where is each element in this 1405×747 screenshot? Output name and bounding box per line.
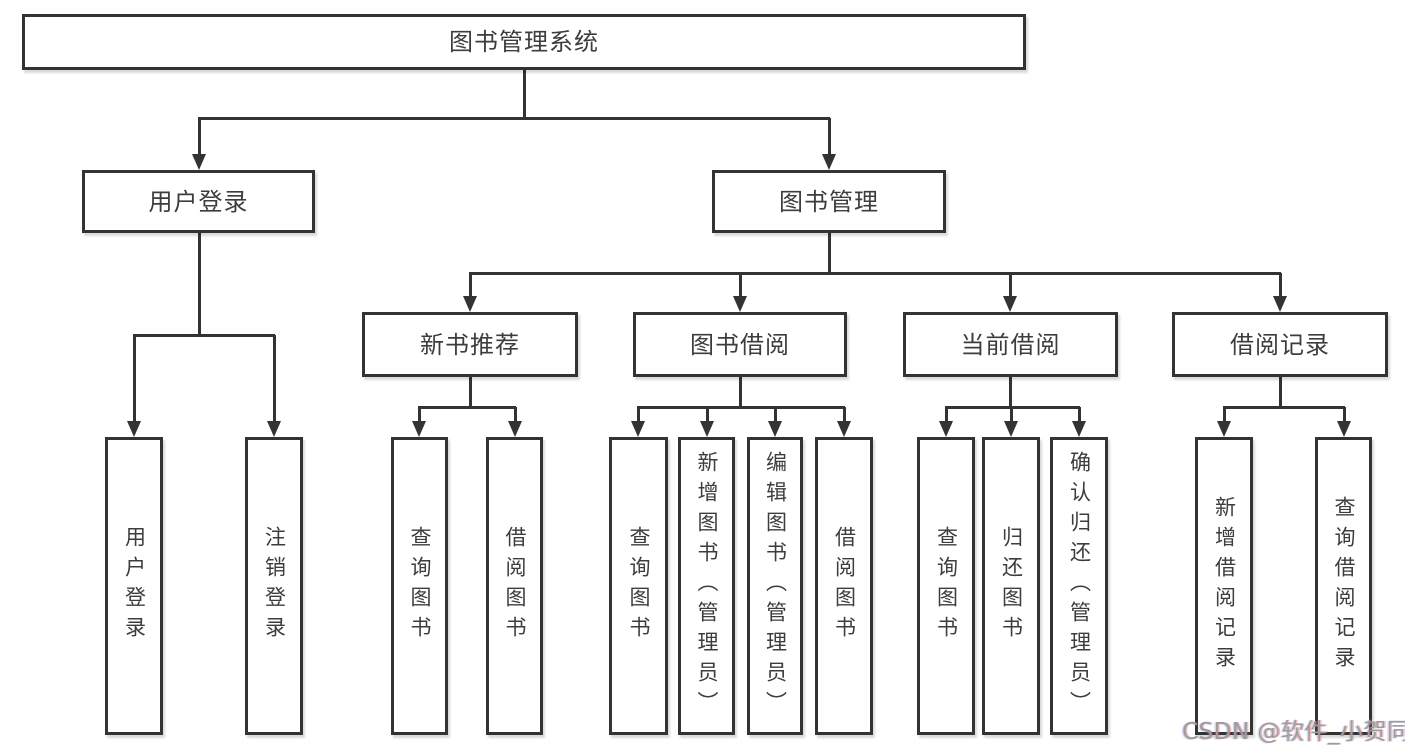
leaf-edit-books-admin: 编辑图书（管理员） bbox=[747, 437, 803, 735]
connector-drop bbox=[133, 335, 136, 423]
connector-drop bbox=[1279, 273, 1282, 298]
connector-drop bbox=[469, 273, 472, 298]
leaf-edit-books-admin-label: 编辑图书（管理员） bbox=[763, 451, 788, 721]
node-book-management-label: 图书管理 bbox=[779, 187, 879, 216]
connector-stem bbox=[1279, 377, 1282, 407]
arrow-down-icon bbox=[1072, 421, 1086, 437]
arrow-down-icon bbox=[631, 421, 645, 437]
leaf-borrow-books-label: 借阅图书 bbox=[832, 526, 857, 646]
arrow-down-icon bbox=[733, 296, 747, 312]
leaf-recommend-query-books-label: 查询图书 bbox=[408, 526, 433, 646]
leaf-current-query-books: 查询图书 bbox=[917, 437, 975, 735]
connector-stem bbox=[739, 377, 742, 407]
arrow-down-icon bbox=[1217, 421, 1231, 437]
leaf-logout-label: 注销登录 bbox=[262, 526, 287, 646]
connector-stem bbox=[1009, 377, 1012, 407]
leaf-borrow-query-books: 查询图书 bbox=[609, 437, 668, 735]
arrow-down-icon bbox=[192, 154, 206, 170]
connector-stem bbox=[523, 70, 526, 118]
node-borrow-records-label: 借阅记录 bbox=[1230, 330, 1330, 359]
node-root-label: 图书管理系统 bbox=[449, 28, 599, 56]
leaf-add-books-admin-label: 新增图书（管理员） bbox=[695, 451, 720, 721]
node-book-borrow: 图书借阅 bbox=[633, 312, 847, 377]
connector-branch bbox=[1223, 406, 1345, 409]
connector-drop bbox=[739, 273, 742, 298]
arrow-down-icon bbox=[508, 421, 522, 437]
arrow-down-icon bbox=[267, 421, 281, 437]
connector-drop bbox=[945, 407, 948, 423]
connector-stem bbox=[828, 233, 831, 273]
arrow-down-icon bbox=[822, 154, 836, 170]
leaf-current-query-books-label: 查询图书 bbox=[934, 526, 959, 646]
connector-drop bbox=[198, 118, 201, 156]
connector-drop bbox=[1343, 407, 1346, 423]
arrow-down-icon bbox=[700, 421, 714, 437]
leaf-user-login: 用户登录 bbox=[105, 437, 163, 735]
connector-drop bbox=[1009, 273, 1012, 298]
leaf-recommend-borrow-books: 借阅图书 bbox=[486, 437, 543, 735]
leaf-query-borrow-record-label: 查询借阅记录 bbox=[1332, 496, 1357, 676]
leaf-return-books-label: 归还图书 bbox=[999, 526, 1024, 646]
connector-drop bbox=[1078, 407, 1081, 423]
leaf-add-books-admin: 新增图书（管理员） bbox=[678, 437, 735, 735]
leaf-add-borrow-record: 新增借阅记录 bbox=[1195, 437, 1253, 735]
node-current-borrow: 当前借阅 bbox=[903, 312, 1118, 377]
arrow-down-icon bbox=[412, 421, 426, 437]
connector-drop bbox=[418, 407, 421, 423]
connector-stem bbox=[469, 377, 472, 407]
arrow-down-icon bbox=[127, 421, 141, 437]
leaf-confirm-return-admin: 确认归还（管理员） bbox=[1050, 437, 1108, 735]
leaf-query-borrow-record: 查询借阅记录 bbox=[1315, 437, 1372, 735]
node-book-borrow-label: 图书借阅 bbox=[690, 330, 790, 359]
connector-branch bbox=[133, 334, 275, 337]
connector-drop bbox=[273, 335, 276, 423]
arrow-down-icon bbox=[1004, 421, 1018, 437]
leaf-confirm-return-admin-label: 确认归还（管理员） bbox=[1067, 451, 1092, 721]
node-book-management: 图书管理 bbox=[712, 170, 946, 233]
connector-drop bbox=[706, 407, 709, 423]
node-current-borrow-label: 当前借阅 bbox=[960, 330, 1061, 359]
connector-branch bbox=[637, 406, 845, 409]
csdn-watermark: CSDN @软件_小贺同学 bbox=[1182, 719, 1405, 745]
node-new-book-recommend-label: 新书推荐 bbox=[420, 330, 520, 359]
connector-branch bbox=[198, 117, 830, 120]
connector-drop bbox=[774, 407, 777, 423]
leaf-add-borrow-record-label: 新增借阅记录 bbox=[1212, 496, 1237, 676]
leaf-logout: 注销登录 bbox=[245, 437, 303, 735]
arrow-down-icon bbox=[768, 421, 782, 437]
node-borrow-records: 借阅记录 bbox=[1172, 312, 1388, 377]
leaf-return-books: 归还图书 bbox=[982, 437, 1040, 735]
leaf-borrow-books: 借阅图书 bbox=[815, 437, 873, 735]
connector-branch bbox=[469, 272, 1281, 275]
connector-drop bbox=[514, 407, 517, 423]
leaf-user-login-label: 用户登录 bbox=[122, 526, 147, 646]
connector-drop bbox=[637, 407, 640, 423]
connector-drop bbox=[828, 118, 831, 156]
leaf-recommend-borrow-books-label: 借阅图书 bbox=[503, 526, 528, 646]
arrow-down-icon bbox=[939, 421, 953, 437]
arrow-down-icon bbox=[837, 421, 851, 437]
node-new-book-recommend: 新书推荐 bbox=[362, 312, 578, 377]
connector-branch bbox=[418, 406, 516, 409]
arrow-down-icon bbox=[1337, 421, 1351, 437]
connector-stem bbox=[198, 233, 201, 335]
leaf-borrow-query-books-label: 查询图书 bbox=[627, 526, 652, 646]
arrow-down-icon bbox=[463, 296, 477, 312]
connector-drop bbox=[1223, 407, 1226, 423]
arrow-down-icon bbox=[1003, 296, 1017, 312]
node-user-login: 用户登录 bbox=[82, 170, 315, 233]
arrow-down-icon bbox=[1273, 296, 1287, 312]
node-user-login-label: 用户登录 bbox=[148, 187, 249, 216]
connector-drop bbox=[1010, 407, 1013, 423]
node-root: 图书管理系统 bbox=[22, 14, 1026, 70]
leaf-recommend-query-books: 查询图书 bbox=[391, 437, 448, 735]
connector-drop bbox=[843, 407, 846, 423]
